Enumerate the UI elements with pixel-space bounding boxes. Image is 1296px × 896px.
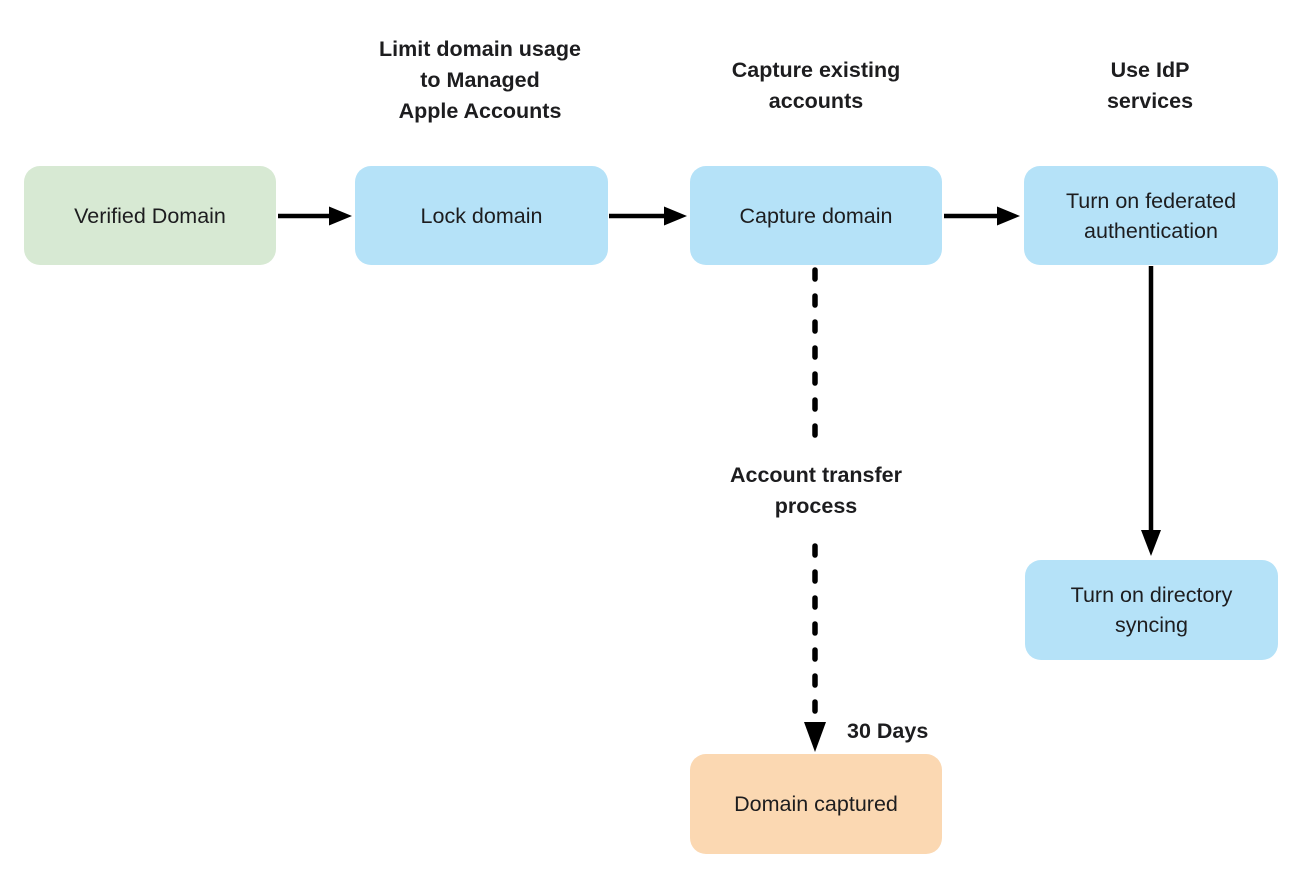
arrowhead-right-icon	[664, 206, 687, 226]
node-turn-on-directory-syncing: Turn on directory syncing	[1025, 560, 1278, 660]
arrow-verified-to-lock	[278, 206, 352, 226]
arrowhead-right-icon	[997, 206, 1020, 226]
node-capture-domain: Capture domain	[690, 166, 942, 265]
arrow-lock-to-capture	[609, 206, 687, 226]
node-directory-syncing-label: Turn on directory syncing	[1070, 583, 1233, 637]
node-lock-domain-label: Lock domain	[420, 203, 543, 228]
node-turn-on-federated-authentication: Turn on federated authentication	[1024, 166, 1278, 265]
edge-label-account-transfer-process: Account transfer process	[729, 463, 903, 518]
arrowhead-right-icon	[329, 206, 352, 226]
arrowhead-down-icon	[804, 722, 826, 752]
node-federated-auth-label: Turn on federated authentication	[1065, 188, 1237, 243]
arrowhead-down-icon	[1141, 530, 1161, 556]
arrow-capture-to-captured-dashed	[804, 267, 826, 752]
node-domain-captured: Domain captured	[690, 754, 942, 854]
arrow-capture-to-federated	[944, 206, 1020, 226]
node-verified-domain-label: Verified Domain	[74, 203, 226, 228]
node-verified-domain: Verified Domain	[24, 166, 276, 265]
arrow-federated-to-directory	[1141, 266, 1161, 556]
annotation-limit-domain-usage: Limit domain usage to Managed Apple Acco…	[379, 37, 581, 123]
annotation-capture-existing-accounts: Capture existing accounts	[731, 58, 901, 113]
edge-label-30-days: 30 Days	[847, 719, 929, 743]
node-capture-domain-label: Capture domain	[739, 203, 893, 228]
annotation-use-idp-services: Use IdP services	[1106, 58, 1194, 113]
node-lock-domain: Lock domain	[355, 166, 608, 265]
node-domain-captured-label: Domain captured	[734, 792, 898, 816]
